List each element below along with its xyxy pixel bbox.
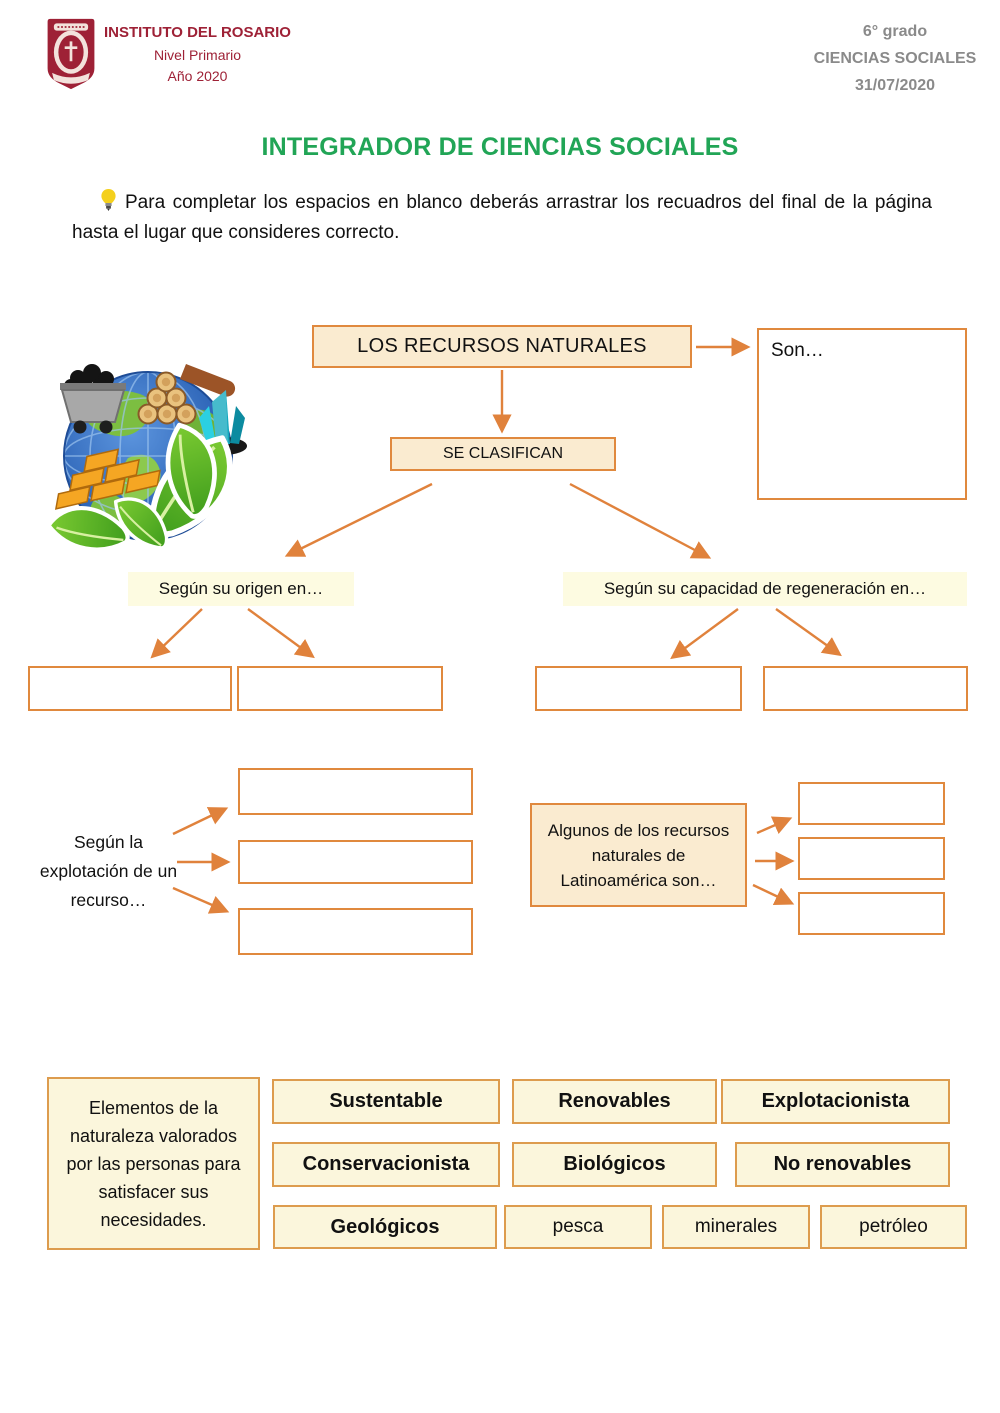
origin-label: Según su origen en… xyxy=(128,572,354,606)
instructions-text: Para completar los espacios en blanco de… xyxy=(72,192,932,244)
logs-icon xyxy=(137,364,236,425)
drag-card-sustentable[interactable]: Sustentable xyxy=(272,1079,500,1124)
drag-card-conservacionista[interactable]: Conservacionista xyxy=(272,1142,500,1187)
instructions-paragraph: Para completar los espacios en blanco de… xyxy=(72,188,932,249)
drop-box-exploitation-2[interactable] xyxy=(238,840,473,884)
drop-box-regeneration-2[interactable] xyxy=(763,666,968,711)
drag-card-no-renovables[interactable]: No renovables xyxy=(735,1142,950,1187)
natural-resources-illustration xyxy=(40,364,247,551)
drag-card-renovables[interactable]: Renovables xyxy=(512,1079,717,1124)
root-concept-label: LOS RECURSOS NATURALES xyxy=(357,335,647,357)
course-grade: 6° grado xyxy=(862,23,928,40)
lightbulb-icon xyxy=(101,189,116,211)
classify-label: SE CLASIFICAN xyxy=(442,445,564,462)
drop-box-latam-2[interactable] xyxy=(798,837,945,880)
exploitation-label: Según la explotación de un recurso… xyxy=(39,832,178,910)
drag-card-pesca[interactable]: pesca xyxy=(504,1205,652,1249)
school-info: INSTITUTO DEL ROSARIO Nivel Primario Año… xyxy=(100,22,295,87)
drag-card-biologicos[interactable]: Biológicos xyxy=(512,1142,717,1187)
drop-box-exploitation-1[interactable] xyxy=(238,768,473,815)
drag-card-explotacionista[interactable]: Explotacionista xyxy=(721,1079,950,1124)
drop-box-latam-3[interactable] xyxy=(798,892,945,935)
regeneration-label: Según su capacidad de regeneración en… xyxy=(563,572,967,606)
course-subject: CIENCIAS SOCIALES xyxy=(813,50,977,68)
root-concept-box: LOS RECURSOS NATURALES xyxy=(312,325,692,368)
school-name: INSTITUTO DEL ROSARIO xyxy=(104,24,291,41)
drag-card-geologicos[interactable]: Geológicos xyxy=(273,1205,497,1249)
son-label: Son… xyxy=(771,340,824,361)
course-date: 31/07/2020 xyxy=(854,77,936,95)
course-info: 6° grado CIENCIAS SOCIALES 31/07/2020 xyxy=(810,18,980,100)
drop-box-latam-1[interactable] xyxy=(798,782,945,825)
school-crest-logo xyxy=(47,18,95,90)
drag-card-definition[interactable]: Elementos de la naturaleza valorados por… xyxy=(47,1077,260,1250)
drop-box-definition[interactable]: Son… xyxy=(757,328,967,500)
drop-box-origin-2[interactable] xyxy=(237,666,443,711)
coal-cart-icon xyxy=(60,364,126,434)
school-level: Nivel Primario xyxy=(153,46,242,63)
drop-box-exploitation-3[interactable] xyxy=(238,908,473,955)
classify-box: SE CLASIFICAN xyxy=(390,437,616,471)
drop-box-origin-1[interactable] xyxy=(28,666,232,711)
drop-box-regeneration-1[interactable] xyxy=(535,666,742,711)
drag-card-petroleo[interactable]: petróleo xyxy=(820,1205,967,1249)
latam-resources-box: Algunos de los recursos naturales de Lat… xyxy=(530,803,747,907)
drag-card-minerales[interactable]: minerales xyxy=(662,1205,810,1249)
school-year: Año 2020 xyxy=(167,67,228,84)
page-title: INTEGRADOR DE CIENCIAS SOCIALES xyxy=(261,133,739,161)
